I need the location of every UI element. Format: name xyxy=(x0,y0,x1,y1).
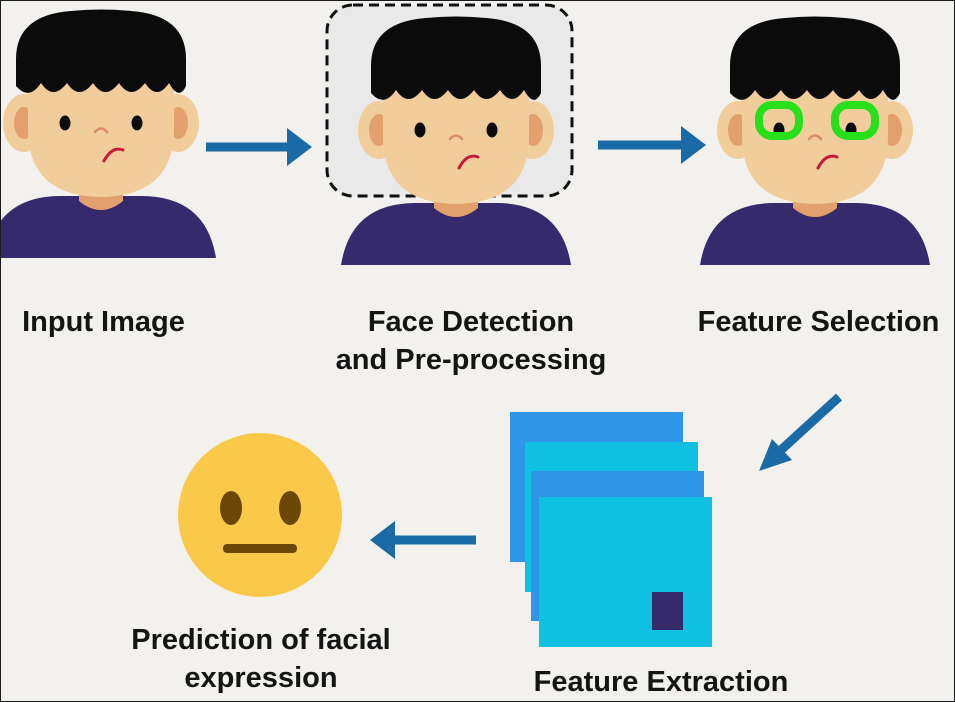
arrow-left-icon xyxy=(370,521,476,559)
step-label-face-detection: Face Detection and Pre-processing xyxy=(301,303,641,379)
feature-map-stack-icon xyxy=(510,412,712,647)
label-line: Feature Selection xyxy=(697,306,940,338)
eye-selection-left xyxy=(755,101,803,140)
label-line: Face Detection xyxy=(367,306,575,338)
kid-face xyxy=(715,15,915,206)
label-line: Feature Extraction xyxy=(533,666,789,698)
label-line: Input Image xyxy=(22,306,185,338)
label-line: expression xyxy=(184,662,338,694)
feature-selection-person xyxy=(700,15,930,265)
step-label-feature-extraction: Feature Extraction xyxy=(511,663,811,701)
emoji-right-eye xyxy=(279,491,301,525)
arrow-right-icon xyxy=(598,126,706,164)
feature-layer-4 xyxy=(539,497,712,647)
label-line: and Pre-processing xyxy=(335,344,607,376)
face-detection-person xyxy=(341,15,571,265)
arrow-right-icon xyxy=(206,128,312,166)
arrow-down-left-icon xyxy=(759,393,843,471)
step-label-prediction: Prediction of facial expression xyxy=(101,621,421,697)
feature-highlight-square xyxy=(652,592,683,630)
emoji-left-eye xyxy=(220,491,242,525)
neutral-face-icon xyxy=(178,433,342,597)
step-label-input-image: Input Image xyxy=(11,303,196,341)
eye-selection-right xyxy=(831,101,879,140)
label-line: Prediction of facial xyxy=(131,624,391,656)
kid-face xyxy=(1,8,201,199)
step-label-feature-selection: Feature Selection xyxy=(681,303,954,341)
emoji-mouth xyxy=(223,544,297,553)
input-image-person xyxy=(1,8,216,258)
